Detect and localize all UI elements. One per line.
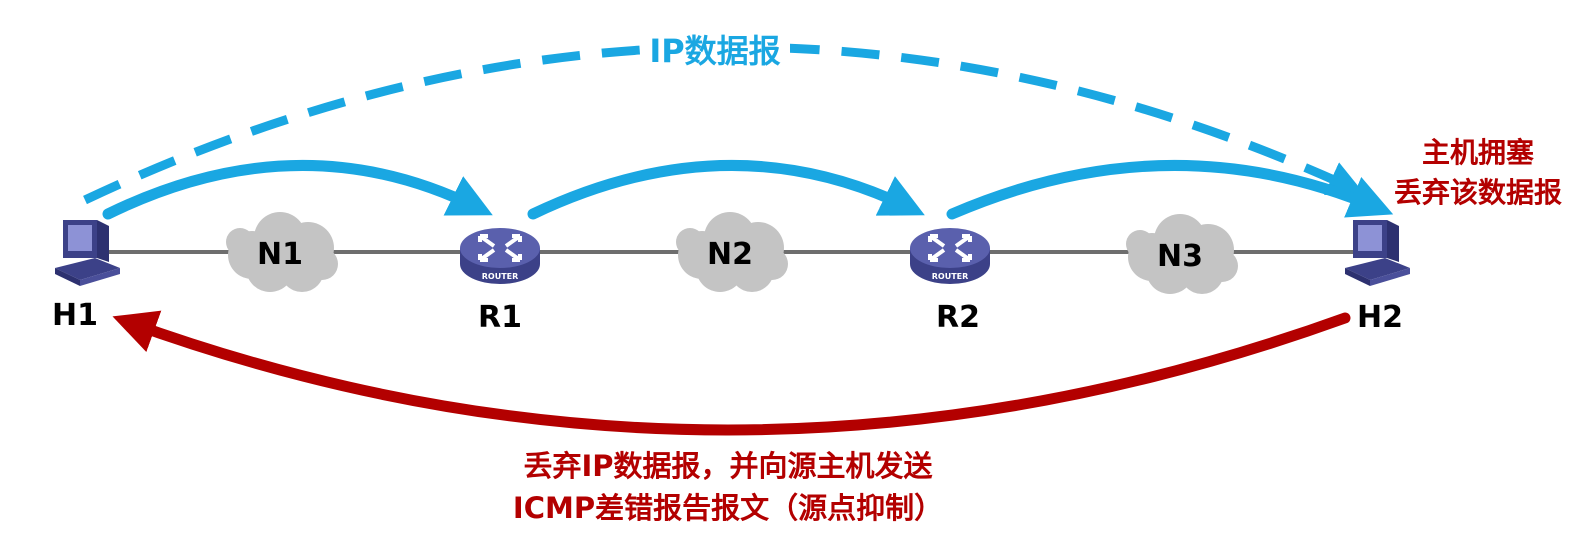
router-badge: ROUTER: [932, 272, 969, 281]
hop-arrow-h1-r1: [102, 160, 493, 220]
router-badge: ROUTER: [482, 272, 519, 281]
node-label-h1: H1: [52, 298, 98, 333]
icmp-label-line2: ICMP差错报告报文（源点抑制）: [513, 491, 943, 525]
host-h2-icon: [1345, 220, 1410, 286]
network-label-n1: N1: [257, 237, 303, 272]
router-r1-icon: ROUTER: [458, 226, 542, 286]
node-label-h2: H2: [1357, 300, 1403, 335]
datagram-dashed-arrow: [83, 42, 1365, 205]
icmp-label-line1: 丢弃IP数据报，并向源主机发送: [523, 449, 932, 483]
node-label-r1: R1: [478, 300, 522, 335]
congestion-label-line2: 丢弃该数据报: [1394, 176, 1562, 209]
hop-arrow-r2-h2: [946, 160, 1394, 220]
icmp-return-arrow: [112, 310, 1351, 436]
datagram-label: IP数据报: [649, 32, 780, 70]
congestion-label-line1: 主机拥塞: [1422, 136, 1534, 169]
hop-arrow-r1-r2: [527, 159, 925, 220]
node-label-r2: R2: [936, 300, 980, 335]
network-label-n2: N2: [707, 237, 753, 272]
router-r2-icon: ROUTER: [908, 226, 992, 286]
network-label-n3: N3: [1157, 239, 1203, 274]
